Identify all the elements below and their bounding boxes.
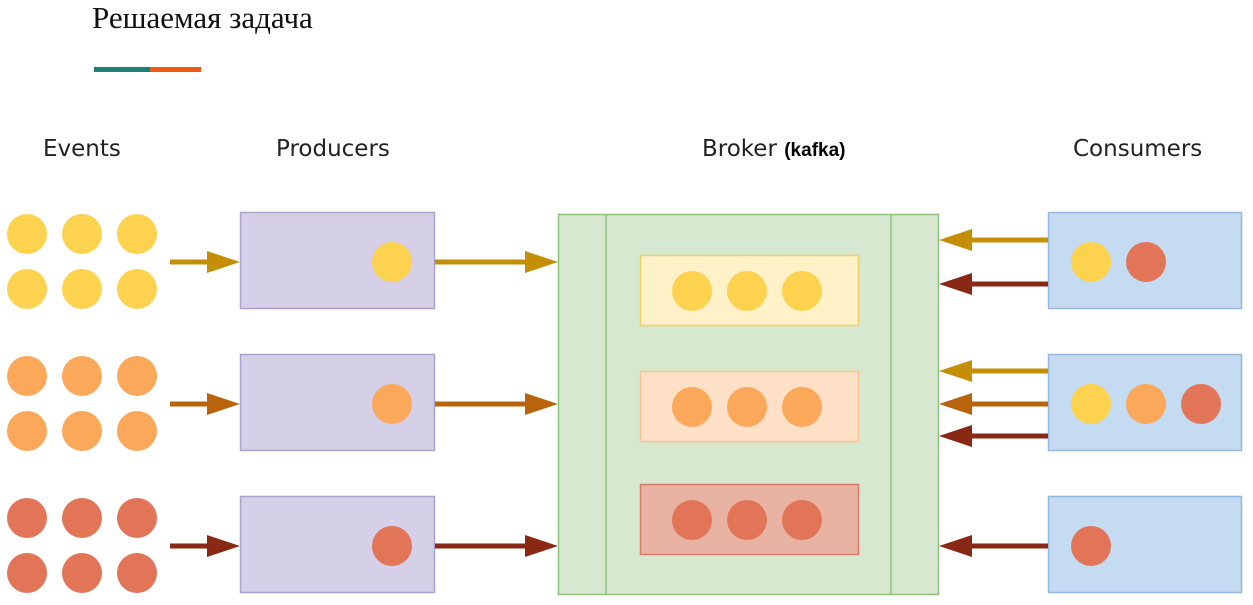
arrow-consumer-1-red-head <box>939 273 972 295</box>
title-accent-teal <box>94 67 150 72</box>
producers-label: Producers <box>276 136 390 162</box>
topic-red-event-1 <box>672 500 712 540</box>
topic-orange-event-1 <box>672 387 712 427</box>
event-yellow-1-0 <box>7 269 47 309</box>
topic-yellow-event-3 <box>782 271 822 311</box>
event-yellow-1-1 <box>62 269 102 309</box>
consumer-2-event-red <box>1181 384 1221 424</box>
event-red-0-2 <box>117 498 157 538</box>
event-red-0-0 <box>7 498 47 538</box>
event-red-1-0 <box>7 553 47 593</box>
topic-red-event-3 <box>782 500 822 540</box>
arrow-consumer-3-red-head <box>939 535 972 557</box>
title-accent-orange <box>150 67 201 72</box>
producer-3-event-red <box>372 526 412 566</box>
consumers-label: Consumers <box>1073 136 1203 162</box>
arrow-consumer-2-red-head <box>939 425 972 447</box>
topic-orange-event-3 <box>782 387 822 427</box>
producer-2-event-orange <box>372 384 412 424</box>
event-yellow-1-2 <box>117 269 157 309</box>
consumer-3-event-red <box>1071 526 1111 566</box>
event-orange-1-2 <box>117 411 157 451</box>
topic-red-event-2 <box>727 500 767 540</box>
broker-note: (kafka) <box>784 140 846 161</box>
arrow-consumer-2-yellow-head <box>939 360 972 382</box>
consumer-2-event-yellow <box>1071 384 1111 424</box>
arrow-producer-2-to-broker-head <box>525 393 558 415</box>
broker-label: Broker (kafka) <box>702 136 845 162</box>
arrow-consumer-2-orange-head <box>939 393 972 415</box>
topic-yellow-event-2 <box>727 271 767 311</box>
event-red-1-2 <box>117 553 157 593</box>
producer-1-event-yellow <box>372 242 412 282</box>
event-orange-0-0 <box>7 356 47 396</box>
broker-label-text: Broker <box>702 136 777 162</box>
event-orange-1-1 <box>62 411 102 451</box>
arrow-producer-3-to-broker-head <box>525 535 558 557</box>
consumer-1-event-yellow <box>1071 242 1111 282</box>
event-red-0-1 <box>62 498 102 538</box>
event-orange-0-2 <box>117 356 157 396</box>
arrow-event-yellow-to-producer-head <box>207 251 240 273</box>
event-yellow-0-1 <box>62 214 102 254</box>
event-red-1-1 <box>62 553 102 593</box>
consumer-2-event-orange <box>1126 384 1166 424</box>
events-label: Events <box>43 136 121 162</box>
topic-yellow-event-1 <box>672 271 712 311</box>
event-orange-0-1 <box>62 356 102 396</box>
arrow-event-red-to-producer-head <box>207 535 240 557</box>
arrow-producer-1-to-broker-head <box>525 251 558 273</box>
event-yellow-0-2 <box>117 214 157 254</box>
page-title: Решаемая задача <box>92 0 313 35</box>
event-yellow-0-0 <box>7 214 47 254</box>
arrow-consumer-1-yellow-head <box>939 229 972 251</box>
event-orange-1-0 <box>7 411 47 451</box>
topic-orange-event-2 <box>727 387 767 427</box>
arrow-event-orange-to-producer-head <box>207 393 240 415</box>
consumer-1-event-red <box>1126 242 1166 282</box>
